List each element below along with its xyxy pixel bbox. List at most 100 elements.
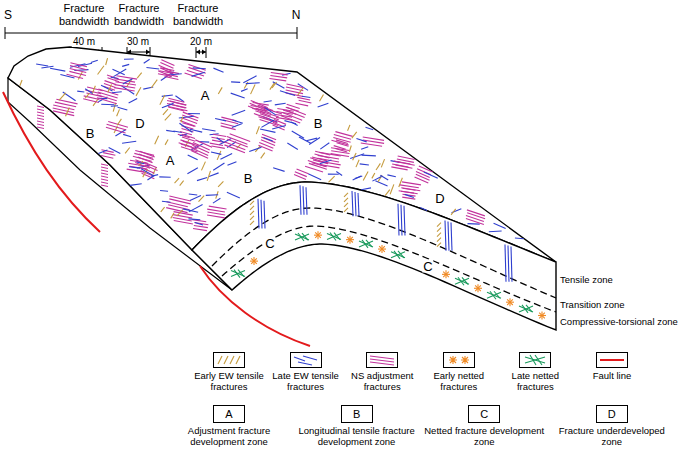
fracture-trace [213, 198, 221, 203]
fracture-trace [299, 100, 312, 103]
fracture-trace [356, 160, 359, 167]
hatch-mark [101, 176, 108, 178]
fracture-trace [227, 139, 248, 147]
legend-text: NS adjustment fractures [345, 371, 419, 393]
key-caption: Longitudinal tensile fracture developmen… [295, 426, 419, 448]
fracture-trace [230, 134, 251, 142]
legend-text: Fault line [575, 371, 649, 382]
fracture-trace [193, 67, 206, 69]
fracture-trace [398, 251, 404, 258]
fracture-trace [272, 82, 277, 88]
fracture-trace [232, 124, 242, 128]
fracture-trace [188, 113, 200, 114]
fracture-trace [20, 80, 22, 86]
fracture-trace [300, 185, 301, 214]
sample-line [230, 356, 234, 364]
fracture-trace [361, 143, 382, 146]
fracture-trace [130, 160, 148, 163]
fracture-trace [372, 176, 381, 181]
fracture-trace [348, 125, 350, 131]
zone-letter: B [243, 172, 254, 185]
sample-line [525, 357, 545, 363]
legend-swatch [366, 352, 398, 368]
surface-fractures [20, 58, 524, 239]
fracture-trace [151, 80, 157, 88]
fracture-trace [401, 188, 420, 191]
sample-lines [294, 356, 317, 365]
fracture-trace [117, 109, 120, 116]
fracture-trace [298, 88, 303, 95]
fracture-trace [123, 134, 131, 136]
fracture-trace [362, 155, 376, 157]
fracture-trace [211, 146, 224, 148]
fracture-trace [508, 245, 509, 281]
fracture-trace [320, 160, 332, 164]
fracture-trace [251, 258, 257, 264]
fracture-trace [404, 206, 405, 236]
front-face [192, 182, 556, 330]
fracture-trace [108, 84, 112, 92]
fracture-trace [246, 82, 260, 84]
zone-name: Tensile zone [560, 275, 613, 286]
fracture-trace [297, 97, 310, 100]
fracture-trace [251, 100, 268, 107]
dimension-label: 40 m [72, 37, 96, 47]
fracture-trace [526, 305, 532, 312]
fracture-trace [327, 234, 341, 240]
fracture-trace [250, 201, 254, 205]
fracture-trace [328, 174, 339, 175]
fracture-trace [264, 101, 272, 102]
fracture-trace [162, 95, 173, 96]
fracture-trace [188, 218, 200, 220]
fracture-trace [101, 104, 114, 106]
hatch-mark [101, 182, 108, 184]
fracture-trace [83, 99, 99, 103]
fracture-trace [122, 141, 136, 143]
fracture-trace [305, 166, 323, 172]
swatch-sample [367, 353, 397, 367]
fracture-trace [260, 129, 275, 132]
fracture-trace [256, 126, 259, 134]
bandwidth-label: Fracture bandwidth [111, 2, 167, 27]
fracture-trace [159, 176, 170, 177]
fracture-trace [254, 114, 270, 119]
fracture-trace [416, 174, 430, 180]
fracture-trace [181, 117, 183, 123]
fracture-trace [92, 86, 95, 94]
key-letter: A [225, 408, 232, 420]
zone-letter: C [422, 260, 433, 273]
fracture-trace [273, 168, 284, 172]
legend-text: Late EW tensile fractures [269, 371, 343, 393]
fracture-trace [261, 120, 273, 127]
fracture-trace [261, 137, 275, 143]
fracture-trace [287, 143, 297, 149]
sample-line [236, 356, 240, 364]
fracture-trace [232, 110, 246, 115]
fracture-trace [489, 231, 502, 233]
fracture-trace [85, 89, 92, 94]
fracture-trace [227, 162, 236, 166]
fracture-trace [202, 129, 215, 131]
zone-boundary [222, 226, 556, 312]
fracture-trace [130, 166, 148, 169]
zone-key: AAdjustment fracture development zone [167, 404, 291, 448]
fracture-trace [227, 192, 240, 198]
fracture-trace [192, 72, 205, 76]
dimension-label: 20 m [189, 37, 213, 47]
key-letter: D [608, 408, 616, 420]
fracture-trace [445, 221, 446, 251]
fracture-trace [273, 82, 285, 89]
hatch-mark [101, 173, 108, 175]
fracture-trace [437, 228, 441, 232]
fracture-trace [344, 208, 348, 212]
sample-line [224, 356, 228, 364]
key-box: A [213, 405, 245, 423]
fracture-trace [69, 71, 86, 75]
sample-lines [449, 356, 469, 364]
fracture-trace [250, 103, 267, 110]
fracture-trace [263, 137, 272, 141]
zone-letter: A [200, 89, 211, 102]
fracture-trace [162, 103, 174, 107]
